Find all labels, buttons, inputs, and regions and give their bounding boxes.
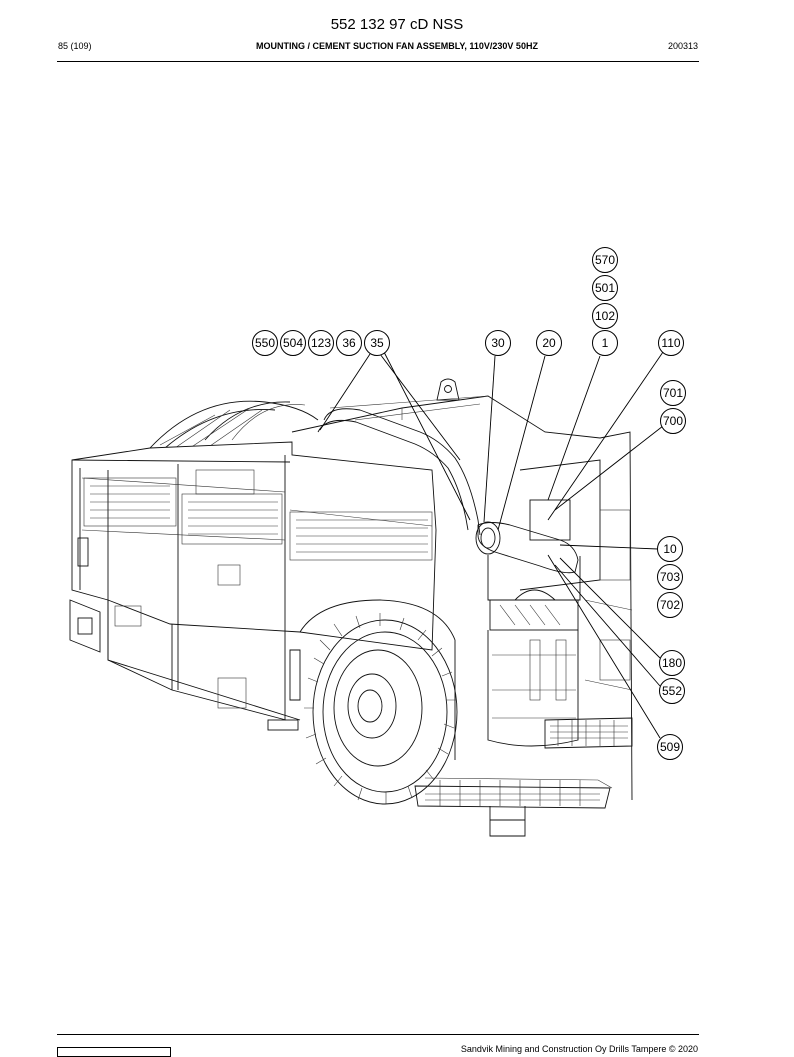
callout-balloon: 36	[336, 330, 362, 356]
callout-balloon: 504	[280, 330, 306, 356]
sandvik-logo	[57, 1047, 171, 1057]
svg-text:570: 570	[595, 253, 615, 267]
document-number: 552 132 97 cD NSS	[330, 16, 464, 33]
svg-text:20: 20	[542, 336, 556, 350]
date-code: 200313	[667, 41, 698, 51]
callout-balloon: 703	[657, 564, 683, 590]
callout-balloon: 501	[592, 275, 618, 301]
header-rule	[57, 61, 699, 62]
svg-text:504: 504	[283, 336, 303, 350]
page-number: 85 (109)	[58, 41, 92, 51]
callout-balloon: 10	[657, 536, 683, 562]
callout-balloon: 700	[660, 408, 686, 434]
callout-balloon: 110	[658, 330, 684, 356]
svg-text:35: 35	[370, 336, 384, 350]
svg-text:700: 700	[663, 414, 683, 428]
callout-balloon: 180	[659, 650, 685, 676]
svg-text:509: 509	[660, 740, 680, 754]
callouts: 570 501 102 550 504 123 36 35 30 20 1 11…	[252, 247, 686, 760]
callout-balloon: 35	[364, 330, 390, 356]
svg-text:36: 36	[342, 336, 356, 350]
svg-text:501: 501	[595, 281, 615, 295]
svg-text:1: 1	[602, 336, 609, 350]
svg-text:552: 552	[662, 684, 682, 698]
callout-balloon: 20	[536, 330, 562, 356]
svg-text:702: 702	[660, 598, 680, 612]
callout-balloon: 702	[657, 592, 683, 618]
callout-balloon: 123	[308, 330, 334, 356]
svg-text:110: 110	[661, 336, 680, 350]
leader-lines	[319, 351, 664, 739]
footer-copyright: Sandvik Mining and Construction Oy Drill…	[460, 1044, 698, 1054]
callout-balloon: 701	[660, 380, 686, 406]
callout-balloon: 1	[592, 330, 618, 356]
callout-balloon: 30	[485, 330, 511, 356]
svg-text:30: 30	[491, 336, 505, 350]
svg-text:701: 701	[663, 386, 683, 400]
svg-text:10: 10	[663, 542, 677, 556]
callout-balloon: 509	[657, 734, 683, 760]
svg-text:102: 102	[595, 309, 615, 323]
svg-text:550: 550	[255, 336, 275, 350]
section-title: MOUNTING / CEMENT SUCTION FAN ASSEMBLY, …	[256, 41, 538, 51]
callout-balloon: 552	[659, 678, 685, 704]
callout-balloon: 550	[252, 330, 278, 356]
callout-balloon: 102	[592, 303, 618, 329]
footer-rule	[57, 1034, 699, 1035]
svg-text:180: 180	[662, 656, 682, 670]
svg-text:703: 703	[660, 570, 680, 584]
machine-illustration	[69, 378, 633, 837]
svg-text:123: 123	[311, 336, 331, 350]
callout-balloon: 570	[592, 247, 618, 273]
